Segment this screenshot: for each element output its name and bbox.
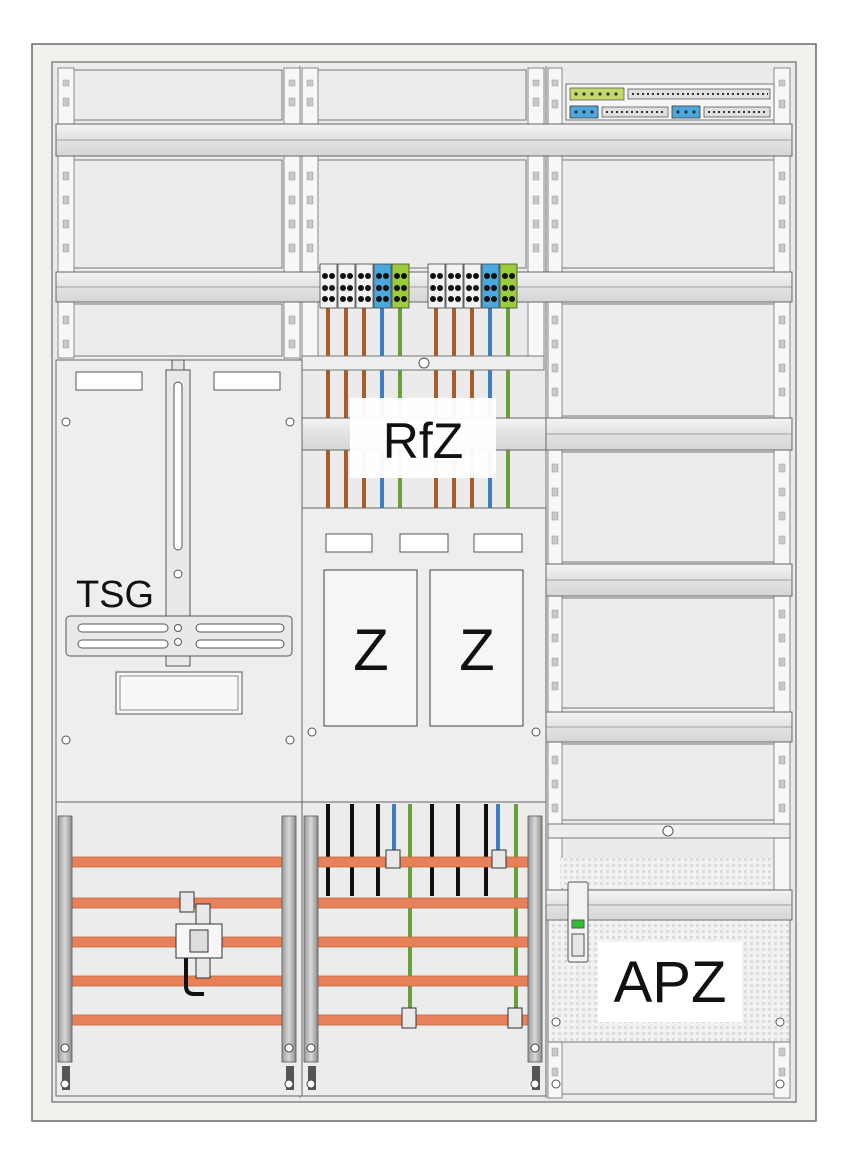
meter-2-label: Z [459, 618, 494, 683]
screw-icon [551, 1017, 785, 1089]
busbar-disconnector [175, 891, 223, 996]
screw-icon [307, 727, 317, 737]
meter-panel [301, 507, 547, 803]
sls-switch [567, 881, 589, 963]
screw-icon [662, 825, 674, 837]
busbars [65, 856, 537, 1026]
meter-2 [429, 569, 524, 727]
screw-icon [285, 417, 295, 427]
meter-1 [323, 569, 418, 727]
screw-icon [418, 357, 430, 369]
apz-label: APZ [614, 950, 727, 1015]
screw-icon [61, 417, 71, 427]
busbar-field-middle [301, 801, 547, 1097]
upright-holes [62, 79, 786, 1077]
screw-icon [531, 727, 541, 737]
busbar-clamps [385, 849, 523, 1029]
meter-1-label: Z [353, 618, 388, 683]
tsg-label: TSG [76, 574, 154, 616]
apz-label-backing [598, 942, 742, 1022]
top-blank-panels [73, 69, 775, 1095]
tsg-mounting-plate [65, 359, 293, 667]
rfz-label-backing [350, 398, 496, 478]
screw-icon [61, 735, 71, 745]
terminal-strip-top [565, 83, 775, 121]
busbar-supports [57, 815, 543, 1063]
rfz-label: RfZ [383, 413, 464, 469]
apz-mesh-upper [560, 858, 772, 888]
tsg-label-backing [70, 572, 162, 612]
screw-icon [285, 735, 295, 745]
screw-icon [60, 1043, 540, 1089]
